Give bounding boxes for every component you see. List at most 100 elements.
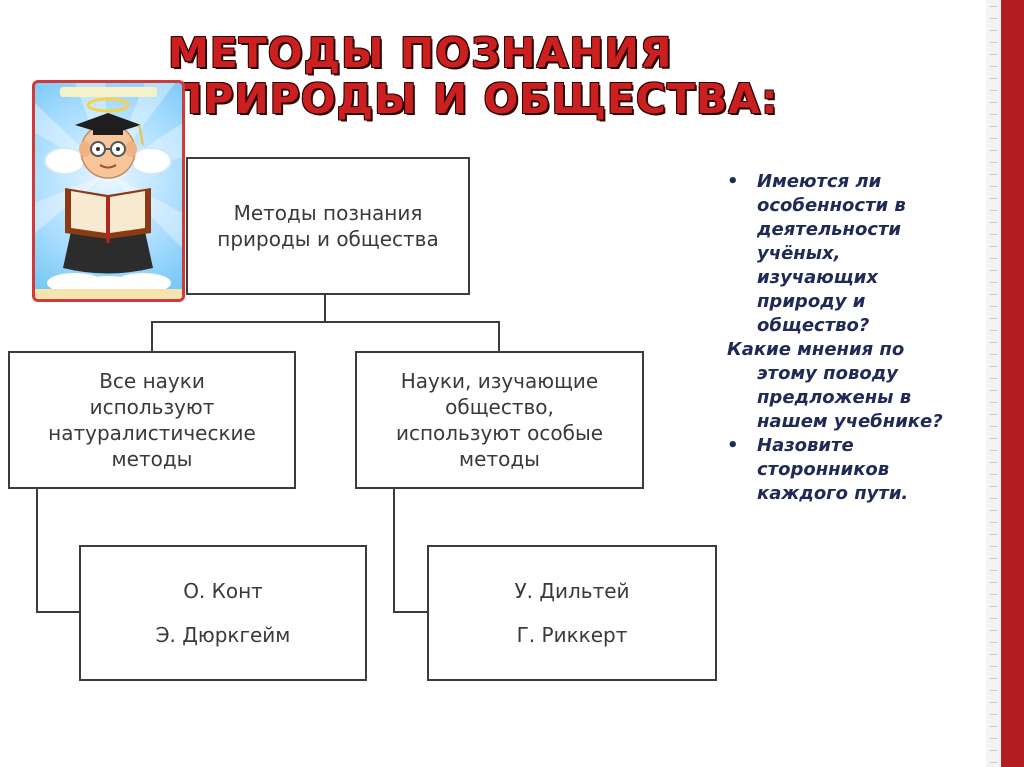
edge-tick — [990, 342, 997, 343]
special-scientists-box: У. Дильтей Г. Риккерт — [427, 545, 717, 681]
question-3-line: сторонников — [757, 459, 890, 480]
edge-tick — [990, 90, 997, 91]
edge-tick — [990, 714, 997, 715]
edge-tick — [990, 318, 997, 319]
question-1-line: Имеются ли — [757, 171, 882, 192]
edge-tick — [990, 258, 997, 259]
edge-tick — [990, 246, 997, 247]
edge-tick — [990, 762, 997, 763]
edge-tick — [990, 438, 997, 439]
title-line-2: ПРИРОДЫ И ОБЩЕСТВА: — [168, 75, 779, 123]
edge-tick — [990, 690, 997, 691]
natural-methods-line-3: натуралистические — [48, 421, 256, 445]
edge-tick — [990, 474, 997, 475]
edge-tick — [990, 522, 997, 523]
edge-tick — [990, 210, 997, 211]
edge-tick — [990, 630, 997, 631]
edge-tick — [990, 462, 997, 463]
edge-tick — [990, 66, 997, 67]
edge-tick — [990, 618, 997, 619]
edge-tick — [990, 6, 997, 7]
edge-tick — [990, 354, 997, 355]
scholar-child-reading-icon — [35, 83, 182, 299]
scientist-dilthey: У. Дильтей — [514, 579, 630, 603]
question-2-line: нашем учебнике? — [757, 411, 943, 432]
connector-right-down — [498, 321, 500, 352]
edge-tick — [990, 402, 997, 403]
edge-tick — [990, 114, 997, 115]
edge-tick — [990, 234, 997, 235]
edge-tick — [990, 606, 997, 607]
question-2: Какие мнения по этому поводу предложены … — [722, 338, 992, 434]
question-3-line: Назовите — [757, 435, 854, 456]
special-methods-line-3: используют особые — [395, 421, 604, 445]
natural-methods-line-4: методы — [111, 447, 193, 471]
edge-tick — [990, 162, 997, 163]
connector-root-down — [324, 295, 326, 322]
connector-left-branch-vertical — [36, 489, 38, 613]
edge-tick — [990, 414, 997, 415]
connector-right-branch-horizontal — [393, 611, 428, 613]
edge-tick — [990, 198, 997, 199]
edge-tick — [990, 678, 997, 679]
special-methods-line-2: общество, — [445, 395, 554, 419]
edge-tick — [990, 42, 997, 43]
edge-tick — [990, 294, 997, 295]
edge-tick — [990, 702, 997, 703]
special-methods-box: Науки, изучающие общество, используют ос… — [355, 351, 644, 489]
edge-tick — [990, 138, 997, 139]
root-box-line-1: Методы познания — [233, 201, 423, 225]
edge-tick — [990, 654, 997, 655]
scientist-comte: О. Конт — [183, 579, 263, 603]
edge-tick — [990, 282, 997, 283]
scholar-picture — [32, 80, 185, 302]
question-1-line: природу и — [757, 291, 866, 312]
edge-tick — [990, 270, 997, 271]
title-line-1: МЕТОДЫ ПОЗНАНИЯ — [168, 29, 673, 77]
edge-tick — [990, 126, 997, 127]
edge-tick — [990, 18, 997, 19]
edge-tick — [990, 750, 997, 751]
edge-tick — [990, 498, 997, 499]
edge-tick — [990, 486, 997, 487]
edge-tick — [990, 174, 997, 175]
edge-tick — [990, 642, 997, 643]
question-1-line: общество? — [757, 315, 870, 336]
connector-right-branch-vertical — [393, 489, 395, 613]
question-1-line: изучающих — [757, 267, 878, 288]
connector-left-down — [151, 321, 153, 352]
edge-tick — [990, 366, 997, 367]
edge-tick — [990, 186, 997, 187]
scientist-rickert: Г. Риккерт — [516, 623, 628, 647]
question-2-line: этому поводу — [757, 363, 899, 384]
edge-tick — [990, 390, 997, 391]
edge-tick — [990, 102, 997, 103]
question-3-line: каждого пути. — [757, 483, 909, 504]
connector-left-branch-horizontal — [36, 611, 80, 613]
edge-tick — [990, 330, 997, 331]
scientist-durkheim: Э. Дюркгейм — [155, 623, 291, 647]
question-3: • Назовите сторонников каждого пути. — [722, 434, 992, 506]
edge-tick — [990, 78, 997, 79]
edge-tick — [990, 558, 997, 559]
edge-tick — [990, 582, 997, 583]
question-1-line: учёных, — [757, 243, 841, 264]
edge-strip — [986, 0, 1001, 767]
question-1-line: деятельности — [757, 219, 902, 240]
connector-horizontal — [151, 321, 500, 323]
edge-tick — [990, 306, 997, 307]
edge-tick — [990, 54, 997, 55]
edge-tick — [990, 726, 997, 727]
edge-accent-bar — [1001, 0, 1024, 767]
edge-tick — [990, 450, 997, 451]
edge-tick — [990, 30, 997, 31]
natural-methods-line-2: используют — [89, 395, 215, 419]
natural-methods-box: Все науки используют натуралистические м… — [8, 351, 296, 489]
bullet: • — [727, 171, 739, 192]
question-2-line: Какие мнения по — [727, 339, 905, 360]
question-2-line: предложены в — [757, 387, 912, 408]
edge-tick — [990, 666, 997, 667]
root-box: Методы познания природы и общества — [186, 157, 470, 295]
edge-tick — [990, 570, 997, 571]
